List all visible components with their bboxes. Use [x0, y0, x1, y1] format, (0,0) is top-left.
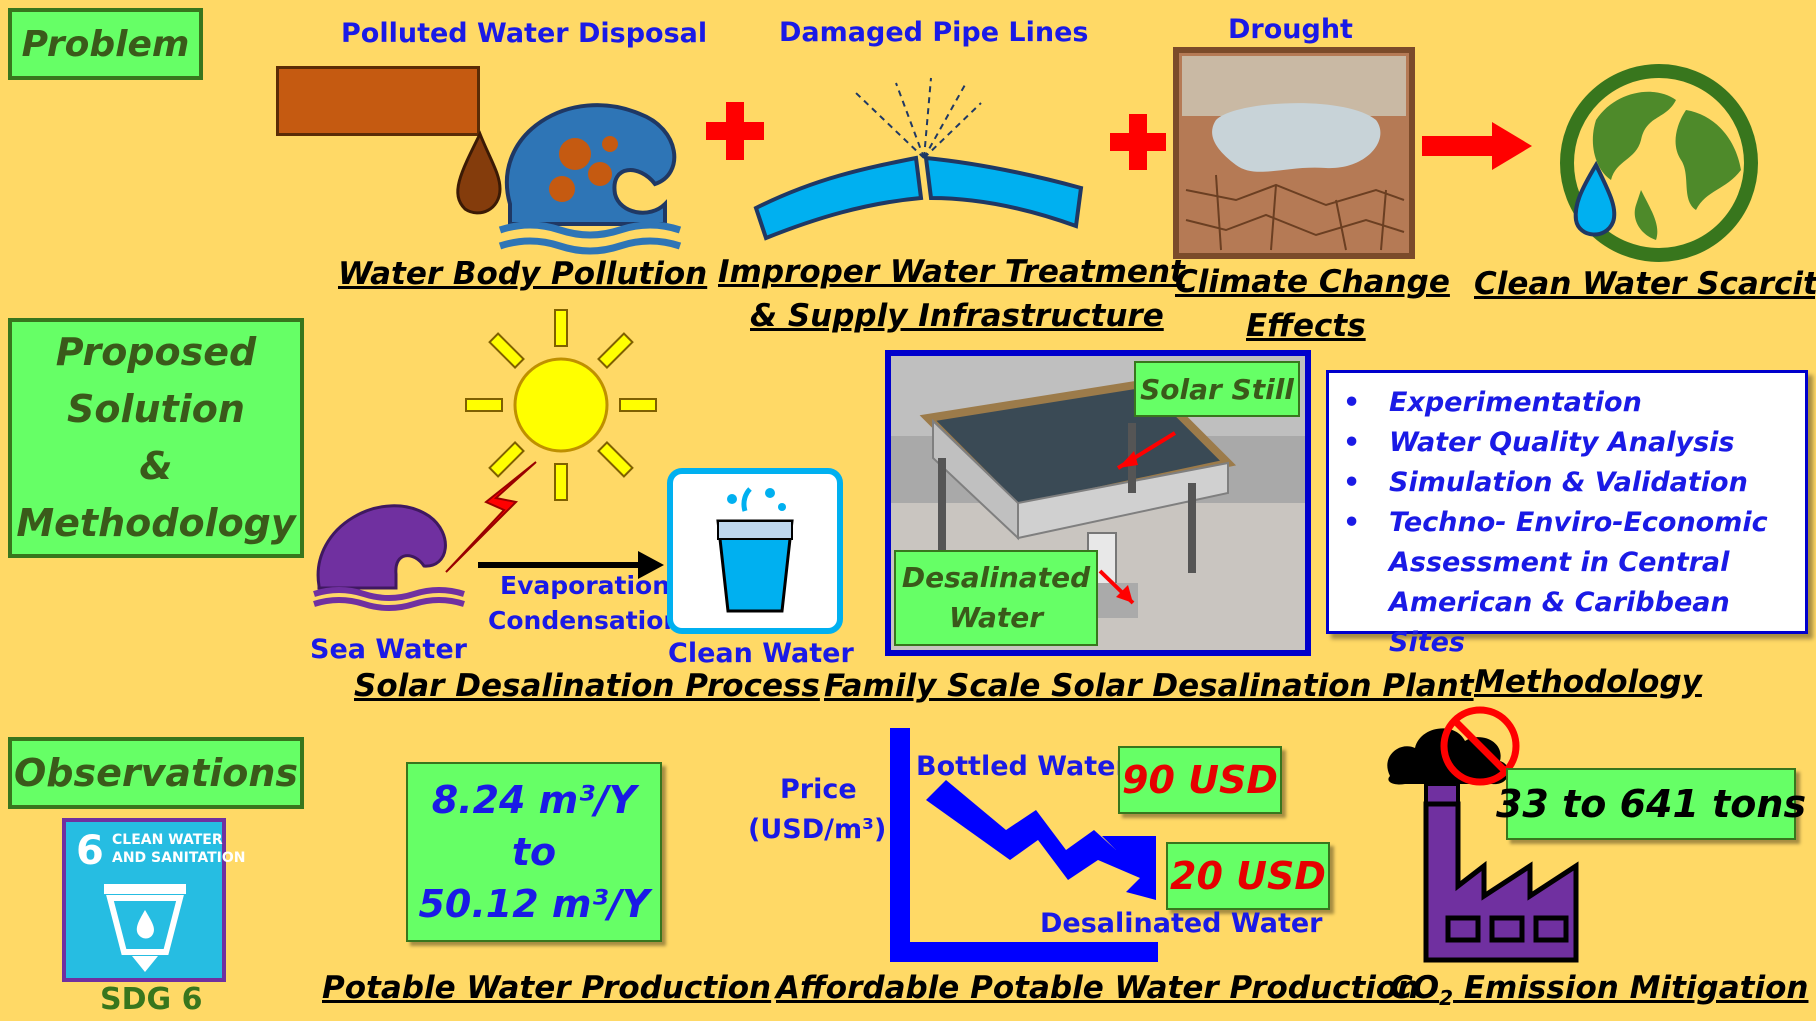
solution-section-label: Proposed Solution & Methodology — [8, 318, 304, 558]
polluted-disposal-label: Polluted Water Disposal — [341, 18, 708, 49]
methodology-list-box: •Experimentation •Water Quality Analysis… — [1326, 370, 1808, 658]
drought-label: Drought — [1228, 14, 1353, 45]
sun-icon — [465, 309, 657, 501]
sea-wave-icon — [313, 504, 465, 611]
methodology-list-item: •Water Quality Analysis — [1343, 427, 1735, 458]
production-range-line: 8.24 m³/Y — [431, 778, 637, 822]
methodology-item-text: Techno- Enviro-Economic — [1389, 507, 1768, 538]
methodology-item-text: Simulation & Validation — [1389, 467, 1748, 498]
clean-water-label: Clean Water — [668, 638, 854, 669]
potable-production-card: 8.24 m³/Y to 50.12 m³/Y — [406, 762, 662, 942]
sea-water-label: Sea Water — [310, 634, 467, 665]
co2-caption-suffix: Emission Mitigation — [1453, 970, 1809, 1006]
factory-icon — [1387, 706, 1579, 963]
solution-label-line: Solution — [67, 387, 245, 431]
solution-label-line: Methodology — [16, 501, 296, 545]
lightning-bolt-icon — [445, 461, 537, 573]
co2-value-text: 33 to 641 tons — [1495, 782, 1807, 826]
price-axis-label-2: (USD/m³) — [748, 814, 887, 845]
co2-caption-subscript: 2 — [1439, 986, 1454, 1011]
desalinated-water-label-box: Desalinated Water — [894, 550, 1098, 646]
production-range-line: to — [511, 830, 557, 874]
water-body-pollution-caption: Water Body Pollution — [338, 256, 708, 292]
desalinated-water-text: Water — [948, 601, 1044, 634]
problem-section-label: Problem — [8, 8, 203, 80]
plus-icon — [706, 102, 764, 160]
methodology-caption: Methodology — [1474, 664, 1702, 700]
methodology-list-item: •Simulation & Validation — [1343, 467, 1748, 498]
methodology-item-continuation: Assessment in Central — [1343, 543, 1791, 583]
sdg6-badge: 6 CLEAN WATER AND SANITATION — [62, 818, 245, 982]
evaporation-label: Evaporation — [500, 571, 671, 600]
co2-caption-prefix: CO — [1390, 970, 1440, 1006]
potable-water-production-caption: Potable Water Production — [322, 970, 772, 1006]
solar-desalination-process-caption: Solar Desalination Process — [354, 668, 820, 704]
bottled-water-label: Bottled Water — [916, 751, 1129, 782]
sewage-pipe-icon — [276, 66, 480, 136]
price-drop-arrow — [926, 780, 1156, 900]
solution-label-line: Proposed — [55, 330, 257, 374]
solution-label-line: & — [139, 444, 173, 488]
methodology-item-continuation: American & Caribbean Sites — [1343, 583, 1791, 663]
desalinated-water-text: Desalinated — [901, 561, 1091, 594]
methodology-item-text: Assessment in Central — [1389, 547, 1730, 578]
desalinated-water-axis-label: Desalinated Water — [1040, 908, 1323, 939]
water-glass-icon — [667, 468, 843, 634]
observations-section-label: Observations — [8, 737, 304, 809]
price-axes — [890, 728, 1158, 962]
improper-treatment-caption-1: Improper Water Treatment — [718, 254, 1185, 290]
desalinated-price-card: 20 USD — [1166, 842, 1330, 910]
condensation-label: Condensation — [488, 606, 682, 635]
observations-section-text: Observations — [13, 751, 299, 795]
solar-still-label-box: Solar Still — [1134, 361, 1300, 417]
co2-emission-caption: CO2 Emission Mitigation — [1390, 970, 1808, 1010]
drought-photo — [1173, 47, 1415, 259]
sdg-title-line: AND SANITATION — [112, 850, 246, 866]
methodology-item-text: Experimentation — [1389, 387, 1642, 418]
right-arrow-icon — [1422, 122, 1532, 170]
price-axis-label-1: Price — [780, 774, 857, 805]
process-arrow-icon — [478, 551, 664, 579]
water-cup-icon — [104, 884, 186, 972]
bottled-price-card: 90 USD — [1118, 746, 1282, 814]
bottled-price-value: 90 USD — [1122, 758, 1278, 802]
family-scale-plant-caption: Family Scale Solar Desalination Plant — [824, 668, 1474, 704]
climate-change-caption-2: Effects — [1246, 308, 1366, 344]
broken-pipe-icon — [753, 77, 1084, 241]
sdg-title-line: CLEAN WATER — [112, 832, 223, 848]
clean-water-scarcity-caption: Clean Water Scarcity — [1474, 266, 1816, 302]
plus-icon — [1110, 114, 1166, 170]
globe-water-drop-icon — [1560, 64, 1758, 262]
methodology-item-text: American & Caribbean Sites — [1389, 587, 1730, 658]
production-range-line: 50.12 m³/Y — [418, 882, 650, 926]
methodology-item-text: Water Quality Analysis — [1389, 427, 1735, 458]
solar-still-text: Solar Still — [1140, 372, 1294, 406]
methodology-list-item: •Experimentation — [1343, 387, 1642, 418]
methodology-list-item: •Techno- Enviro-Economic — [1343, 507, 1768, 538]
problem-section-text: Problem — [21, 23, 190, 65]
improper-treatment-caption-2: & Supply Infrastructure — [750, 298, 1164, 334]
co2-value-card: 33 to 641 tons — [1496, 768, 1806, 840]
climate-change-caption-1: Climate Change — [1175, 264, 1450, 300]
damaged-pipes-label: Damaged Pipe Lines — [779, 17, 1089, 48]
sdg-number: 6 — [76, 828, 104, 874]
polluted-wave-icon — [456, 103, 682, 255]
desalinated-price-value: 20 USD — [1170, 854, 1326, 898]
sdg6-label: SDG 6 — [100, 982, 203, 1017]
affordable-production-caption: Affordable Potable Water Production — [776, 970, 1420, 1006]
